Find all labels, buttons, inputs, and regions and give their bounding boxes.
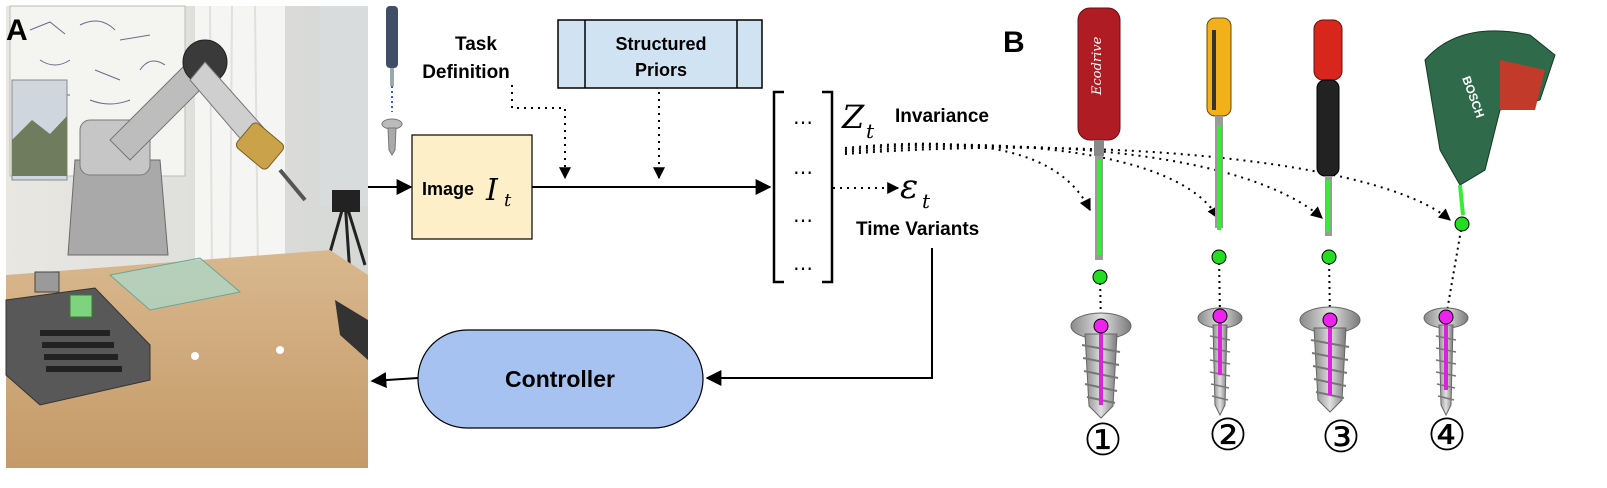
task-to-flow-arrow: [511, 85, 571, 180]
alignment-link-1: [1099, 276, 1102, 326]
alignment-link-3: [1328, 256, 1331, 321]
tool-1-red-screwdriver: Ecodrive: [1077, 7, 1121, 260]
latent-cell-1: …: [793, 105, 813, 129]
tool-4-electric-screwdriver: BOSCH: [1424, 30, 1556, 216]
table-clamp: [335, 300, 368, 360]
latent-cell-2: …: [793, 155, 813, 179]
latent-cell-4: …: [793, 251, 813, 275]
task-label-line2: Definition: [422, 62, 510, 83]
image-symbol-subscript: t: [504, 190, 512, 211]
latent-cell-3: …: [793, 203, 813, 227]
invariance-link-4: [844, 146, 1451, 221]
tool-2-handle: [1206, 17, 1232, 117]
tool-icon-shaft: [390, 68, 394, 86]
time-variants-label: Time Variants: [856, 219, 979, 240]
rubiks-cube: [34, 271, 60, 293]
table-marker-2: [276, 346, 284, 354]
alignment-links: [1099, 223, 1463, 326]
screw-3: [1299, 306, 1361, 413]
screw-4-head-dot: [1438, 309, 1454, 325]
tool-2-yellow-screwdriver: [1206, 17, 1232, 230]
image-box-label: Image: [422, 179, 474, 199]
latent-symbol-subscript: t: [866, 119, 875, 143]
tool-4-tip-dot: [1454, 216, 1470, 232]
alignment-link-2: [1218, 256, 1221, 317]
screw-4: [1423, 307, 1469, 417]
tool-3-number: ③: [1321, 412, 1360, 463]
invariance-links: [844, 142, 1451, 221]
tool-3-handle-grip: [1316, 79, 1340, 177]
tool-2-tip-dot: [1211, 249, 1227, 265]
latent-vector-brackets: [772, 90, 834, 284]
tool-icon-handle: [386, 6, 398, 68]
image-symbol: I: [485, 173, 499, 208]
robot-gripper: [235, 122, 285, 170]
tool-3-tip-dot: [1321, 249, 1337, 265]
screw-2: [1197, 307, 1243, 417]
image-box: [411, 134, 533, 240]
panel-b-label: B: [1003, 26, 1025, 59]
tool-3-handle-top: [1313, 19, 1343, 81]
latent-symbol: Z: [841, 98, 865, 136]
structured-priors-box: [557, 19, 763, 89]
tool-4-grip: [1500, 60, 1545, 110]
tool-2-handle-stripe: [1212, 30, 1216, 110]
glass-plate: [108, 257, 242, 311]
tool-4-number: ④: [1427, 410, 1466, 461]
invariance-link-2: [844, 143, 1219, 220]
invariance-label: Invariance: [895, 106, 989, 127]
alignment-link-4: [1445, 223, 1463, 318]
screw-1-head-dot: [1093, 318, 1109, 334]
controller-to-robot-arrow: [370, 372, 419, 389]
tray-grid: [40, 330, 122, 372]
tool-3-screwdriver: [1313, 19, 1343, 236]
tool-icon: [381, 6, 403, 156]
controller-label: Controller: [505, 366, 615, 392]
variant-symbol: ε: [900, 167, 918, 207]
variant-to-controller-arrow: [705, 248, 933, 386]
camera: [332, 190, 360, 212]
tool-4-axis: [1458, 184, 1465, 216]
robot-photo: [5, 5, 368, 468]
variant-symbol-subscript: t: [922, 189, 931, 213]
panel-a-label: A: [6, 14, 28, 47]
green-cube: [69, 294, 93, 318]
task-label-line1: Task: [455, 34, 497, 55]
contact-dots: [1092, 216, 1470, 334]
priors-label-line1: Structured: [615, 34, 706, 54]
screw-3-head-dot: [1322, 312, 1338, 328]
robot-tool: [278, 168, 307, 202]
window-trees: [12, 116, 67, 176]
tool-2-number: ②: [1208, 410, 1247, 461]
tool-1-handle-text: Ecodrive: [1090, 36, 1105, 96]
tool-1-tip-dot: [1092, 269, 1108, 285]
priors-label-line2: Priors: [635, 60, 687, 80]
tool-1-number: ①: [1083, 415, 1122, 466]
screw-2-head-dot: [1212, 308, 1228, 324]
invariance-link-3: [844, 145, 1323, 219]
blinds: [320, 6, 368, 206]
screw-1: [1070, 312, 1132, 419]
table-marker-1: [191, 352, 199, 360]
tool-icon-screw: [381, 118, 403, 156]
tool-1-ferrule: [1094, 140, 1104, 156]
invariance-link-1: [844, 142, 1091, 212]
